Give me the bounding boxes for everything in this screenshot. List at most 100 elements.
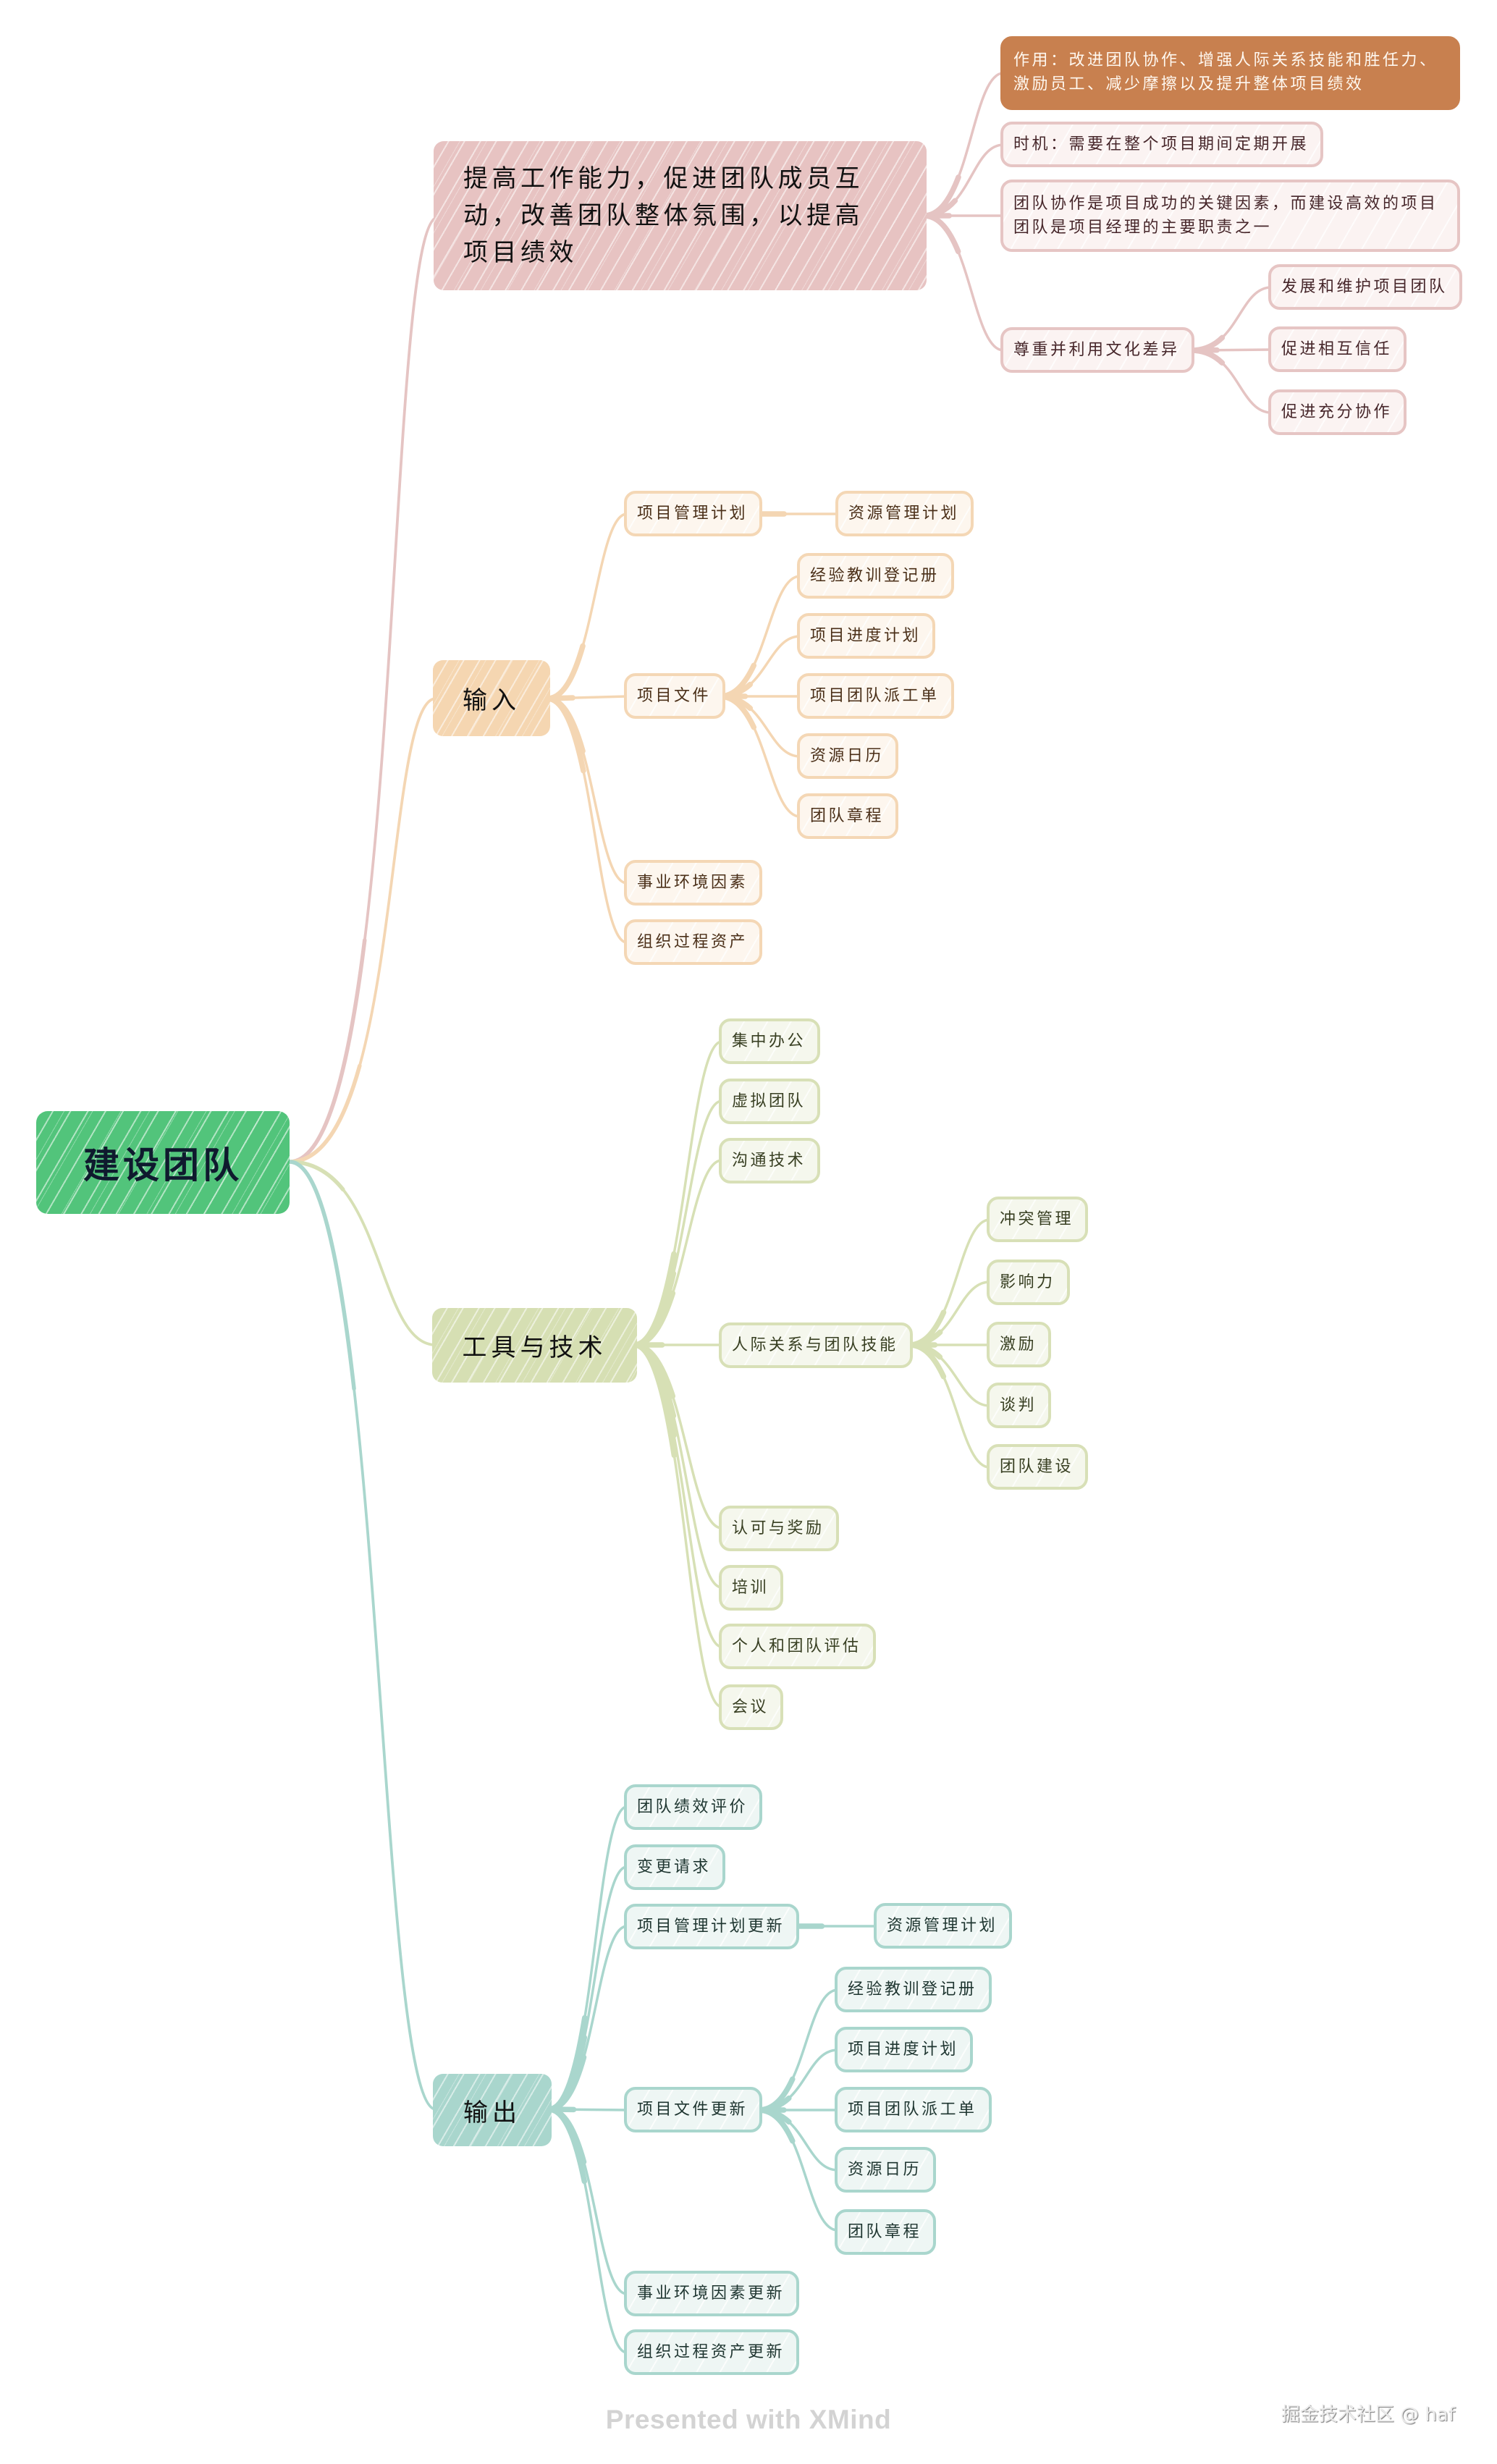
connector-line — [633, 1343, 723, 1648]
output-resource-management-plan[interactable]: 资源管理计划 — [874, 1903, 1013, 1949]
subtopic-timing[interactable]: 时机：需要在整个项目期间定期开展 — [1000, 122, 1324, 167]
connector-line — [1190, 286, 1273, 352]
input-project-documents[interactable]: 项目文件 — [624, 673, 726, 719]
connector-line — [757, 2109, 839, 2232]
tool-negotiation[interactable]: 谈判 — [987, 1383, 1052, 1428]
input-resource-calendars[interactable]: 资源日历 — [797, 733, 899, 779]
connector-line — [924, 216, 1003, 350]
tool-colocation[interactable]: 集中办公 — [719, 1018, 821, 1064]
output-project-management-plan-updates[interactable]: 项目管理计划更新 — [624, 1904, 800, 1949]
connector-line — [547, 514, 627, 699]
tool-motivation[interactable]: 激励 — [987, 1322, 1052, 1367]
connector-line — [720, 636, 800, 696]
connector-line — [547, 699, 627, 942]
connector-line — [633, 1343, 723, 1708]
tool-communication-technology[interactable]: 沟通技术 — [719, 1138, 821, 1184]
connector-line — [759, 1990, 838, 2110]
connector-line — [924, 145, 1003, 216]
connector-line — [547, 2108, 628, 2354]
connector-line — [924, 73, 1003, 216]
connector-line — [290, 217, 438, 1162]
input-lessons-learned-register[interactable]: 经验教训登记册 — [797, 553, 954, 599]
output-project-schedule[interactable]: 项目进度计划 — [835, 2027, 974, 2072]
tool-training[interactable]: 培训 — [719, 1565, 784, 1611]
connector-line — [757, 1988, 839, 2111]
connector-line — [908, 1343, 991, 1469]
connector-line — [633, 1040, 723, 1346]
connector-line — [546, 512, 628, 700]
input-resource-management-plan[interactable]: 资源管理计划 — [835, 491, 974, 536]
connector-line — [909, 1345, 990, 1467]
tool-virtual-teams[interactable]: 虚拟团队 — [719, 1079, 821, 1124]
root-topic[interactable]: 建设团队 — [36, 1111, 290, 1214]
connector-line — [759, 2050, 838, 2110]
input-project-schedule[interactable]: 项目进度计划 — [797, 613, 936, 659]
connector-line — [908, 1343, 991, 1407]
connector-line — [909, 1220, 990, 1345]
connector-line — [922, 214, 1005, 352]
output-change-requests[interactable]: 变更请求 — [624, 1844, 726, 1890]
input-organizational-process-assets[interactable]: 组织过程资产 — [624, 919, 763, 965]
tool-influencing[interactable]: 影响力 — [987, 1260, 1070, 1305]
subtopic-respect-cultural-differences[interactable]: 尊重并利用文化差异 — [1000, 327, 1194, 373]
output-eef-updates[interactable]: 事业环境因素更新 — [624, 2271, 800, 2316]
tool-interpersonal-team-skills[interactable]: 人际关系与团队技能 — [719, 1322, 913, 1368]
topic-inputs[interactable]: 输入 — [433, 660, 550, 736]
connector-line — [1190, 349, 1273, 414]
connector-line — [288, 1160, 437, 1346]
connector-line — [290, 699, 436, 1162]
subtopic-promote-collaboration[interactable]: 促进充分协作 — [1268, 389, 1407, 435]
connector-line — [549, 2109, 627, 2353]
connector-line — [922, 72, 1005, 217]
output-lessons-learned-register[interactable]: 经验教训登记册 — [835, 1967, 992, 2012]
output-team-charter[interactable]: 团队章程 — [835, 2209, 937, 2255]
connector-line — [634, 1345, 722, 1647]
connector-line — [634, 1345, 722, 1587]
presented-with-xmind: Presented with XMind — [605, 2405, 892, 2434]
input-enterprise-environmental-factors[interactable]: 事业环境因素 — [624, 860, 763, 906]
subtopic-purpose-effect[interactable]: 作用：改进团队协作、增强人际关系技能和胜任力、激励员工、减少摩擦以及提升整体项目… — [1000, 36, 1460, 110]
output-team-performance-assessments[interactable]: 团队绩效评价 — [624, 1784, 763, 1830]
subtopic-develop-maintain-team[interactable]: 发展和维护项目团队 — [1268, 264, 1462, 310]
connector-line — [549, 1807, 627, 2109]
tool-individual-team-assessments[interactable]: 个人和团队评估 — [719, 1624, 876, 1669]
tool-team-building[interactable]: 团队建设 — [987, 1444, 1089, 1490]
output-project-documents-updates[interactable]: 项目文件更新 — [624, 2087, 763, 2132]
connector-line — [549, 1867, 627, 2109]
connector-line — [290, 1162, 436, 1345]
connector-line — [759, 2110, 838, 2170]
connector-line — [908, 1280, 991, 1346]
connector-line — [633, 1343, 723, 1589]
connector-line — [288, 697, 437, 1163]
topic-purpose[interactable]: 提高工作能力，促进团队成员互动，改善团队整体氛围，以提高项目绩效 — [434, 141, 927, 290]
connector-line — [1192, 350, 1271, 413]
output-opa-updates[interactable]: 组织过程资产更新 — [624, 2329, 800, 2375]
input-project-team-assignments[interactable]: 项目团队派工单 — [797, 673, 954, 719]
connector-line — [757, 2049, 839, 2111]
connector-line — [634, 1345, 722, 1707]
connector-line — [720, 576, 800, 696]
connector-line — [718, 575, 801, 698]
connector-line — [547, 1805, 628, 2111]
connector-line — [290, 1162, 436, 2109]
tool-conflict-management[interactable]: 冲突管理 — [987, 1197, 1089, 1242]
connector-line — [720, 696, 800, 817]
subtopic-promote-trust[interactable]: 促进相互信任 — [1268, 326, 1407, 372]
topic-purpose-label: 提高工作能力，促进团队成员互动，改善团队整体氛围，以提高项目绩效 — [463, 164, 864, 267]
output-project-team-assignments[interactable]: 项目团队派工单 — [835, 2087, 992, 2132]
connector-line — [718, 635, 801, 698]
topic-outputs[interactable]: 输出 — [433, 2074, 552, 2146]
input-team-charter[interactable]: 团队章程 — [797, 793, 899, 839]
subtopic-teamwork-importance[interactable]: 团队协作是项目成功的关键因素，而建设高效的项目团队是项目经理的主要职责之一 — [1000, 180, 1460, 252]
connector-line — [547, 1865, 628, 2111]
connector-line — [909, 1282, 990, 1345]
connector-line — [757, 2109, 839, 2172]
connector-line — [908, 1218, 991, 1346]
tool-recognition-rewards[interactable]: 认可与奖励 — [719, 1506, 839, 1551]
input-project-management-plan[interactable]: 项目管理计划 — [624, 491, 763, 536]
output-resource-calendars[interactable]: 资源日历 — [835, 2147, 937, 2193]
connector-line — [922, 143, 1005, 217]
tool-meetings[interactable]: 会议 — [719, 1684, 784, 1730]
topic-tools-techniques[interactable]: 工具与技术 — [432, 1308, 637, 1383]
connector-line — [546, 697, 628, 944]
